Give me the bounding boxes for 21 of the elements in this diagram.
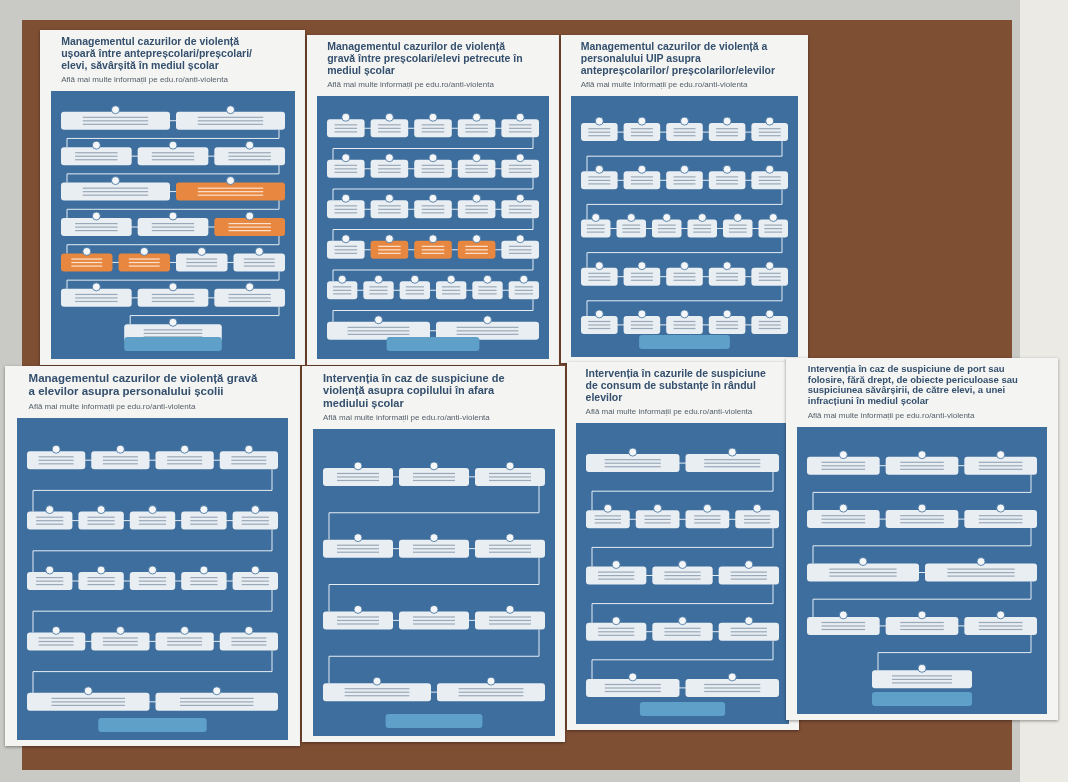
info-text: Află mai multe informații pe edu.ro/anti-violenta (323, 413, 491, 423)
poster (786, 358, 1058, 720)
poster (561, 35, 808, 363)
poster-title: Intervenția în caz de suspiciune de port sau folosire, fără drept, de obiecte periculoase sau suspiciunea săvârșirii, de către elevi, a unei infracțiuni în mediul școlar (807, 364, 1019, 407)
poster (307, 35, 559, 365)
poster-title: Intervenția în caz de suspiciune de violență asupra copilului în afara mediului școlar (323, 372, 506, 409)
info-text: Află mai multe informații pe edu.ro/anti-violenta (585, 407, 754, 417)
poster-title: Managementul cazurilor de violență gravă între preșcolari/elevi petrecute în mediul școlar (327, 41, 524, 77)
info-text: Află mai multe informații pe edu.ro/anti-violenta (61, 75, 229, 85)
poster-title: Managementul cazurilor de violență a personalului UIP asupra antepreșcolarilor/ preșcolarilor/elevilor (580, 41, 777, 77)
poster (40, 30, 305, 365)
info-text: Află mai multe informații pe edu.ro/anti-violenta (327, 80, 495, 90)
poster (302, 366, 565, 742)
info-text: Află mai multe informații pe edu.ro/anti-violenta (580, 80, 749, 90)
poster-title: Intervenția în cazurile de suspiciune de consum de substanțe în rândul elevilor (585, 368, 767, 404)
poster-title: Managementul cazurilor de violență gravă a elevilor asupra personalului școlii (28, 372, 259, 398)
poster (5, 366, 300, 746)
info-text: Află mai multe informații pe edu.ro/anti-violenta (28, 402, 197, 412)
poster-title: Managementul cazurilor de violență ușoară între antepreșcolari/preșcolari/ elevi, săvârșită în mediul școlar (61, 36, 254, 72)
poster (567, 362, 799, 730)
info-text: Află mai multe informații pe edu.ro/anti-violenta (807, 411, 976, 421)
